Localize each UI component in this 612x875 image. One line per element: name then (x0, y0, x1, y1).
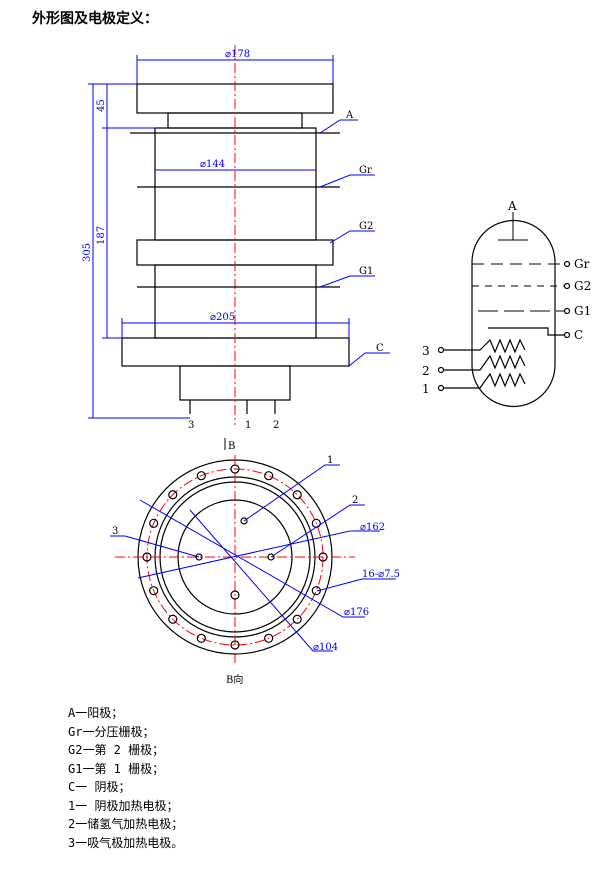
legend-item: G2一第 2 栅极； (68, 743, 165, 757)
dim-176: ⌀176 (344, 607, 369, 618)
dim-holes: 16-⌀7.5 (362, 569, 400, 580)
mounting-hole (196, 633, 206, 643)
pin-2-label: 2 (273, 420, 279, 431)
label-g1: G1 (359, 266, 373, 277)
dim-187: 187 (96, 226, 107, 245)
mounting-hole (196, 471, 206, 481)
legend-item: A一阳极； (68, 706, 124, 720)
mounting-hole (311, 586, 321, 596)
bottom-label-3: 3 (112, 526, 118, 537)
dim-45: 45 (96, 99, 107, 112)
dim-205: ⌀205 (210, 312, 235, 323)
mounting-hole (168, 614, 178, 624)
mounting-hole (168, 490, 178, 500)
schem-gr: Gr (574, 257, 590, 271)
electrode-legend: A一阳极； Gr一分压栅极； G2一第 2 栅极； G1一第 1 栅极； C一 … (68, 704, 183, 852)
bottom-label-1: 1 (327, 455, 333, 466)
view-b-label: B向 (226, 673, 243, 686)
side-view: ⌀178 ⌀144 ⌀205 45 187 305 A Gr G2 G1 C 3… (82, 45, 390, 452)
section-title: 外形图及电极定义： (32, 11, 158, 27)
dim-305: 305 (82, 243, 93, 262)
bottom-view: 1 2 3 ⌀162 16-⌀7.5 ⌀176 ⌀104 B向 (110, 455, 400, 686)
legend-item: 3一吸气极加热电极。 (68, 835, 184, 850)
tube-schematic: A Gr G2 G1 C 3 2 1 (422, 199, 591, 408)
schem-g1: G1 (574, 304, 591, 318)
dim-178: ⌀178 (225, 49, 250, 60)
dim-144: ⌀144 (200, 159, 225, 170)
legend-item: C一 阴极； (68, 780, 131, 794)
dim-104: ⌀104 (313, 642, 338, 653)
mounting-hole (264, 633, 274, 643)
pin-1-label: 1 (245, 420, 251, 431)
legend-item: Gr一分压栅极； (68, 724, 155, 739)
mounting-hole (149, 586, 159, 596)
label-a: A (345, 110, 354, 121)
label-c: C (376, 343, 384, 354)
label-g2: G2 (359, 221, 373, 232)
pin-3-label: 3 (188, 420, 194, 431)
mounting-hole (149, 518, 159, 528)
mounting-hole (292, 614, 302, 624)
schem-c: C (574, 328, 583, 342)
schem-g2: G2 (574, 279, 591, 293)
schem-3: 3 (422, 344, 430, 358)
mounting-hole (292, 490, 302, 500)
mounting-hole (264, 471, 274, 481)
legend-item: G1一第 1 栅极； (68, 761, 165, 776)
legend-item: 1一 阴极加热电极； (68, 798, 179, 813)
dim-162: ⌀162 (360, 522, 385, 533)
view-arrow-b: B (228, 441, 235, 452)
legend-item: 2一储氢气加热电极； (68, 817, 184, 831)
schem-1: 1 (422, 382, 430, 396)
bottom-label-2: 2 (352, 495, 358, 506)
schem-a: A (507, 199, 517, 213)
schem-2: 2 (422, 364, 430, 378)
label-gr: Gr (359, 165, 372, 176)
